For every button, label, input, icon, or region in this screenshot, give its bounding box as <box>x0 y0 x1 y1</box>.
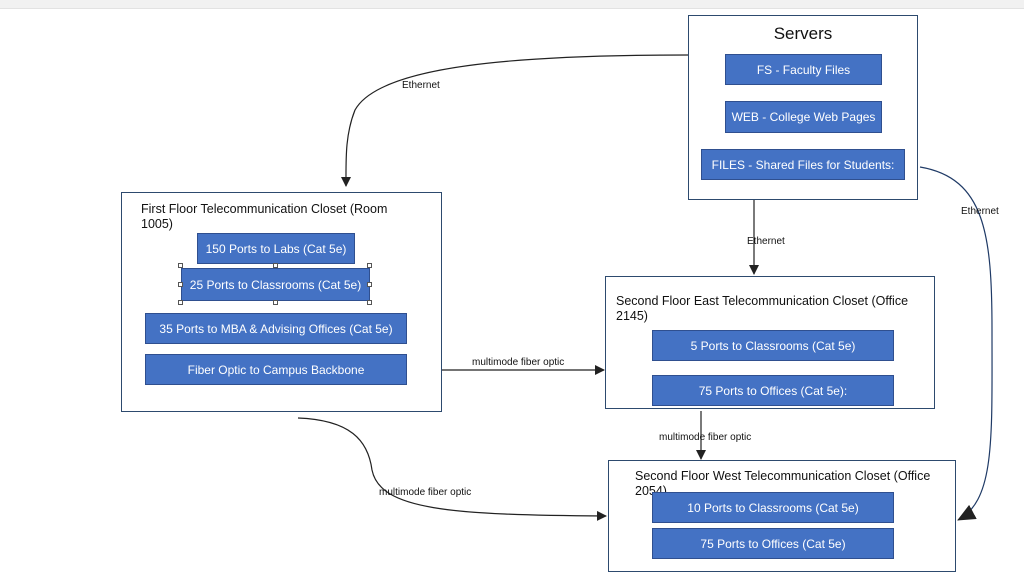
selection-handle[interactable] <box>367 263 372 268</box>
edge-label-ethernet-west: Ethernet <box>961 206 999 217</box>
server-fs-box[interactable]: FS - Faculty Files <box>725 54 882 85</box>
server-files-box[interactable]: FILES - Shared Files for Students: <box>701 149 905 180</box>
edge-label-ethernet-east: Ethernet <box>747 236 785 247</box>
edge-label-ethernet-first: Ethernet <box>402 80 440 91</box>
second-west-office-ports-box[interactable]: 75 Ports to Offices (Cat 5e) <box>652 528 894 559</box>
first-floor-fiber-backbone-box[interactable]: Fiber Optic to Campus Backbone <box>145 354 407 385</box>
edge-label-fiber-first-east: multimode fiber optic <box>472 357 565 368</box>
selection-handle[interactable] <box>178 282 183 287</box>
first-floor-mba-ports-box[interactable]: 35 Ports to MBA & Advising Offices (Cat … <box>145 313 407 344</box>
edge-first-floor-to-second-west[interactable] <box>297 417 607 521</box>
selection-handle[interactable] <box>178 300 183 305</box>
first-floor-labs-ports-box[interactable]: 150 Ports to Labs (Cat 5e) <box>197 233 355 264</box>
app-top-bar <box>0 0 1024 9</box>
second-floor-east-closet-title: Second Floor East Telecommunication Clos… <box>616 294 909 323</box>
servers-title: Servers <box>773 24 833 43</box>
selection-handle[interactable] <box>367 300 372 305</box>
second-west-classroom-ports-box[interactable]: 10 Ports to Classrooms (Cat 5e) <box>652 492 894 523</box>
second-east-office-ports-box[interactable]: 75 Ports to Offices (Cat 5e): <box>652 375 894 406</box>
edge-servers-to-first-floor[interactable] <box>340 54 689 187</box>
server-web-box[interactable]: WEB - College Web Pages <box>725 101 882 133</box>
edge-label-fiber-east-west: multimode fiber optic <box>659 432 752 443</box>
edge-servers-to-second-west[interactable] <box>919 166 993 521</box>
selection-handle[interactable] <box>273 263 278 268</box>
selection-handle[interactable] <box>178 263 183 268</box>
edge-label-fiber-first-west: multimode fiber optic <box>379 487 472 498</box>
selection-handle[interactable] <box>273 300 278 305</box>
selection-handle[interactable] <box>367 282 372 287</box>
first-floor-classroom-ports-box[interactable]: 25 Ports to Classrooms (Cat 5e) <box>181 268 370 301</box>
first-floor-closet-title: First Floor Telecommunication Closet (Ro… <box>141 202 388 231</box>
second-east-classroom-ports-box[interactable]: 5 Ports to Classrooms (Cat 5e) <box>652 330 894 361</box>
